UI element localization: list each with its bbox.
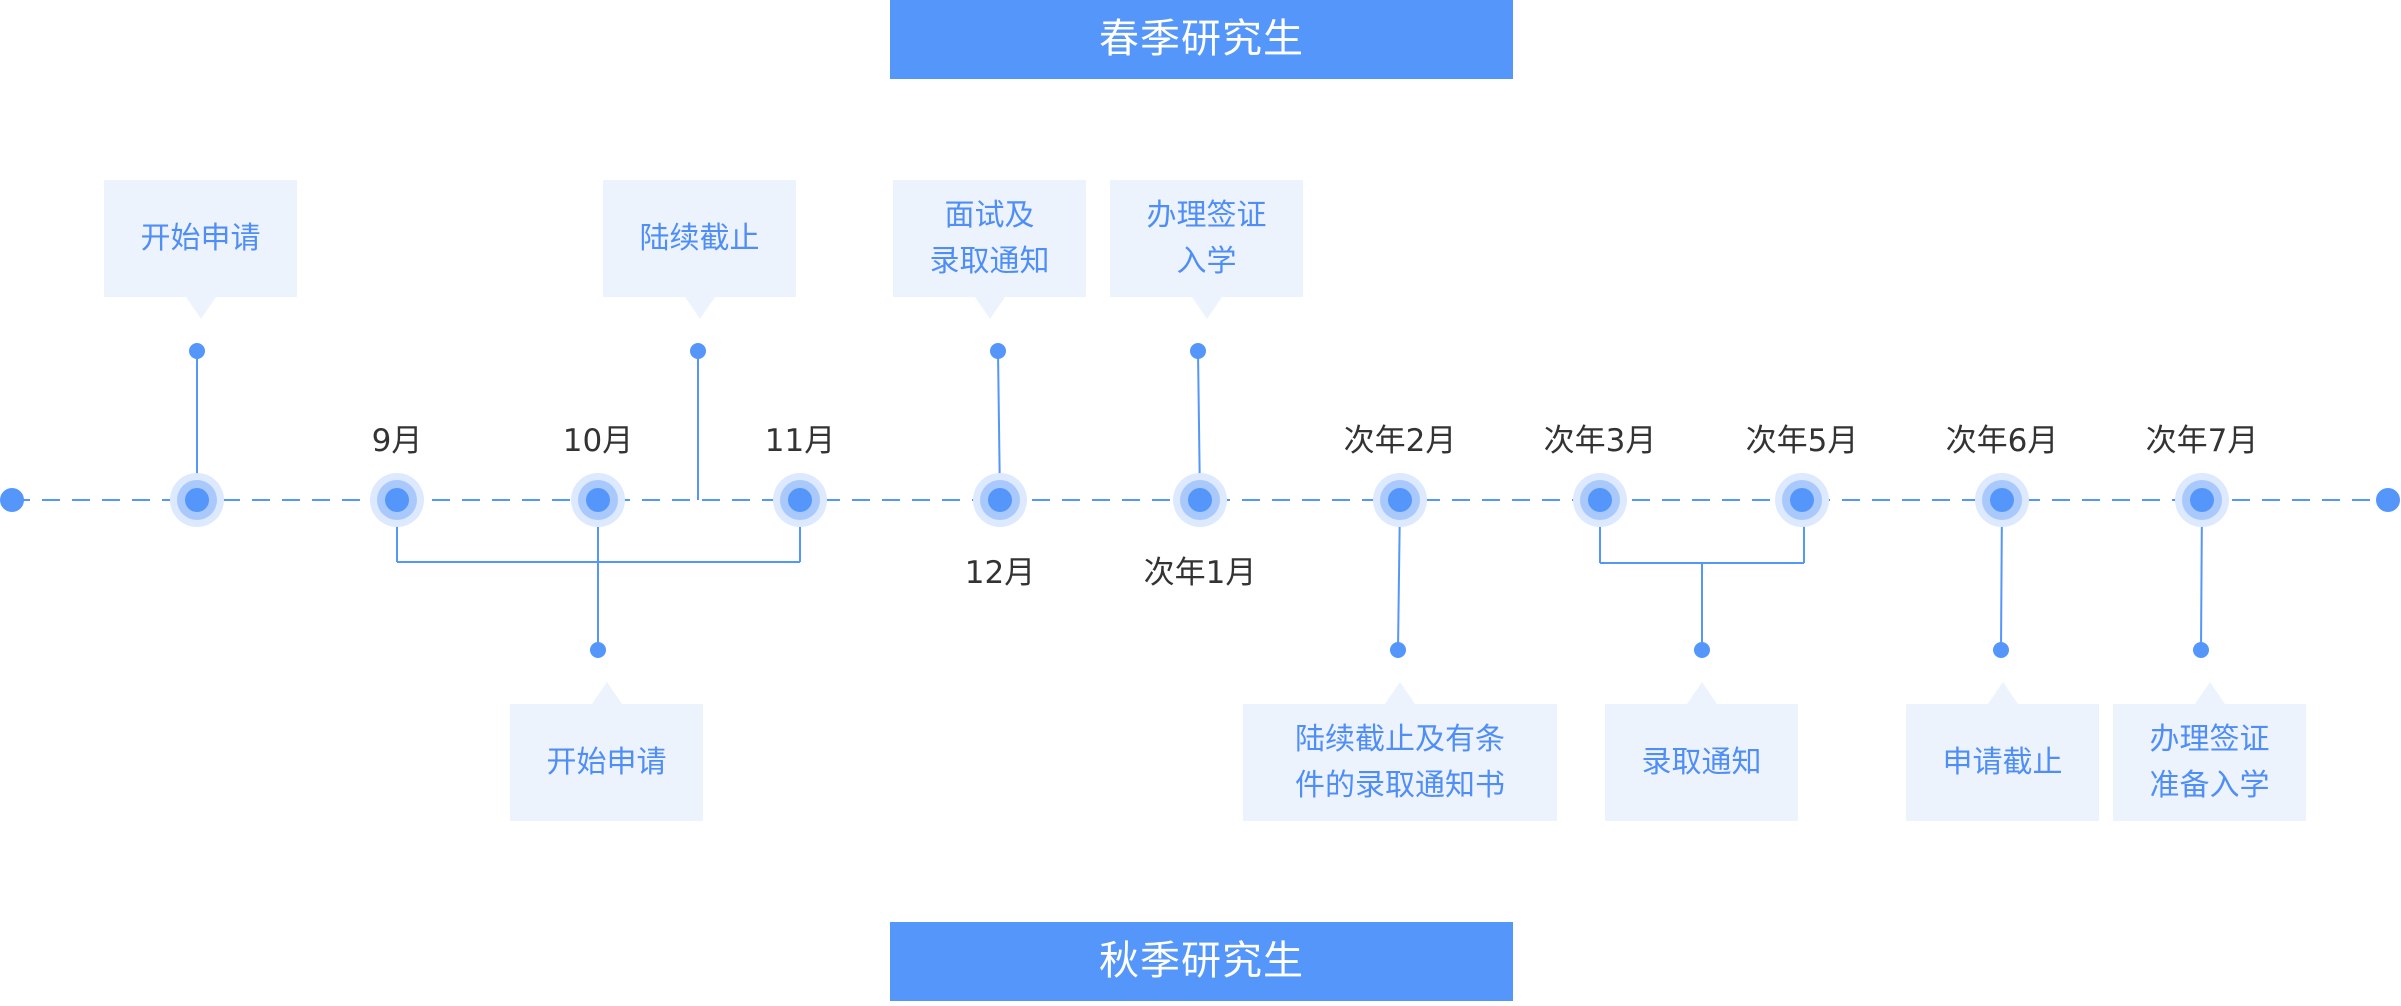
milestone-node: [2190, 488, 2214, 512]
spring-event-interview: 面试及 录取通知: [893, 180, 1086, 319]
month-label: 次年2月: [1343, 423, 1457, 459]
month-label: 次年1月: [1143, 555, 1257, 591]
month-label: 9月: [371, 423, 423, 459]
autumn-connector-dot: [2193, 642, 2209, 658]
spring-connector-dot: [990, 343, 1006, 359]
month-label: 次年3月: [1543, 423, 1657, 459]
milestone-node: [185, 488, 209, 512]
month-label: 次年6月: [1945, 423, 2059, 459]
month-label: 次年7月: [2145, 423, 2259, 459]
month-label: 11月: [764, 423, 836, 459]
autumn-connector-dot: [590, 642, 606, 658]
milestone-node: [1188, 488, 1212, 512]
milestone-node: [1990, 488, 2014, 512]
autumn-connector-dot: [1694, 642, 1710, 658]
milestone-node: [586, 488, 610, 512]
spring-event-visa: 办理签证 入学: [1110, 180, 1303, 319]
milestone-node: [385, 488, 409, 512]
autumn-event-admission: 录取通知: [1605, 682, 1798, 821]
milestone-node: [788, 488, 812, 512]
autumn-event-visa: 办理签证 准备入学: [2113, 682, 2306, 821]
autumn-connector-dot: [1390, 642, 1406, 658]
spring-connector-dot: [690, 343, 706, 359]
spring-event-start: 开始申请: [104, 180, 297, 319]
autumn-event-start: 开始申请: [510, 682, 703, 821]
milestone-node: [1388, 488, 1412, 512]
autumn-event-deadline: 申请截止: [1906, 682, 2099, 821]
month-label: 10月: [562, 423, 634, 459]
milestone-node: [988, 488, 1012, 512]
spring-event-deadline: 陆续截止: [603, 180, 796, 319]
milestone-node: [1588, 488, 1612, 512]
autumn-event-conditional: 陆续截止及有条 件的录取通知书: [1243, 682, 1557, 821]
autumn-title-banner: 秋季研究生: [890, 922, 1513, 1001]
month-label: 12月: [964, 555, 1036, 591]
milestone-node: [1790, 488, 1814, 512]
spring-connector-dot: [1190, 343, 1206, 359]
spring-title-banner: 春季研究生: [890, 0, 1513, 79]
spring-connector-dot: [189, 343, 205, 359]
axis-start-dot: [0, 488, 24, 512]
autumn-connector-dot: [1993, 642, 2009, 658]
axis-end-dot: [2376, 488, 2400, 512]
month-label: 次年5月: [1745, 423, 1859, 459]
